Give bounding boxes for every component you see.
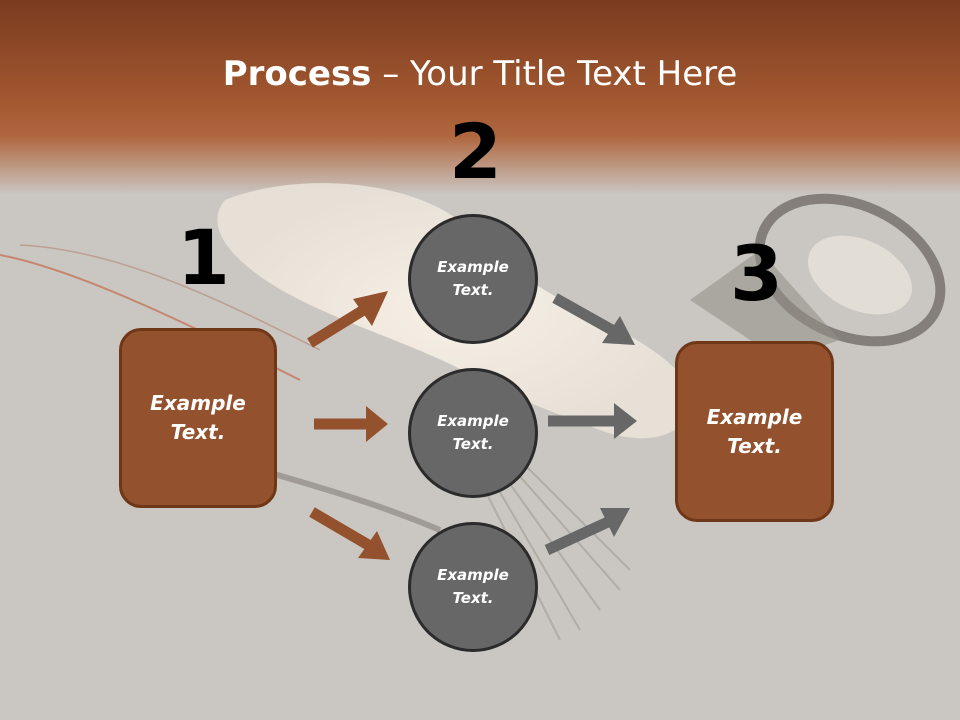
circle-top-label: Example Text. (437, 258, 509, 299)
arrow-middle-to-right (548, 403, 637, 439)
left-process-box: Example Text. (119, 328, 277, 508)
title-rest: – Your Title Text Here (371, 54, 738, 94)
arrow-bottom-to-right (544, 508, 630, 555)
slide-title: Process – Your Title Text Here (0, 52, 960, 96)
step-number-2: 2 (449, 107, 502, 196)
circle-top: Example Text. (408, 214, 538, 344)
arrow-left-to-middle (314, 406, 388, 442)
right-process-box: Example Text. (675, 341, 834, 522)
arrow-left-to-top (307, 291, 388, 348)
circle-middle-label: Example Text. (437, 412, 509, 453)
right-box-label: Example Text. (706, 404, 803, 458)
circle-bottom: Example Text. (408, 522, 538, 652)
arrow-top-to-right (552, 293, 635, 345)
circle-middle: Example Text. (408, 368, 538, 498)
arrow-left-to-bottom (309, 507, 390, 560)
left-box-label: Example Text. (150, 391, 246, 444)
circle-bottom-label: Example Text. (437, 566, 509, 607)
title-bold: Process (222, 54, 372, 94)
step-number-1: 1 (177, 213, 230, 302)
step-number-3: 3 (730, 229, 783, 318)
